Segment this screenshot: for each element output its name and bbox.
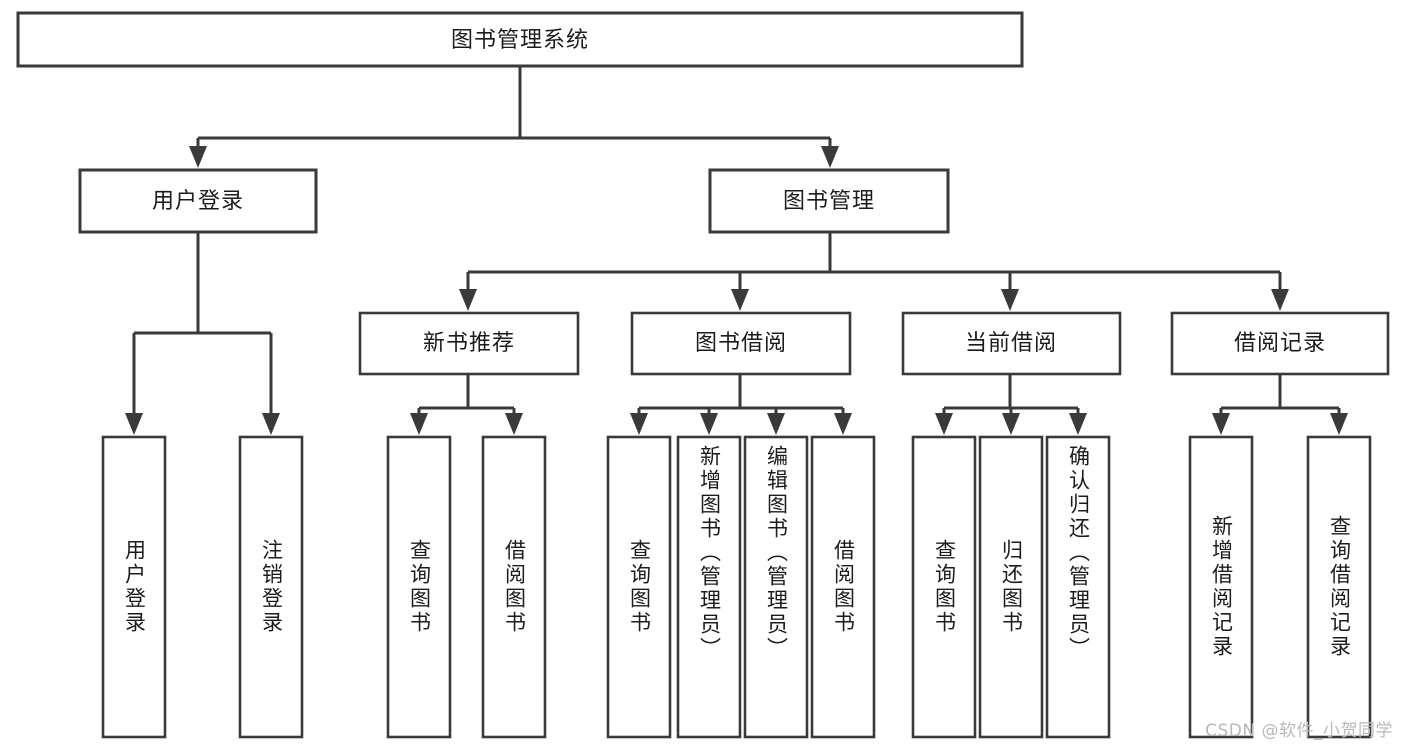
arrow-head-leaf-borrow-book-1 xyxy=(505,413,523,435)
node-borrow-record-label: 借阅记录 xyxy=(1234,331,1326,356)
arrow-head-leaf-user-logout xyxy=(262,413,280,435)
node-book-manage-label: 图书管理 xyxy=(783,189,875,214)
arrow-head-leaf-confirm-return xyxy=(1069,413,1087,435)
leaf-confirm-return-box[interactable] xyxy=(1045,435,1111,739)
leaf-query-book-3-box[interactable] xyxy=(911,435,977,739)
arrow-head-borrow-record xyxy=(1271,289,1289,311)
leaf-add-book-box[interactable] xyxy=(676,435,742,739)
arrow-head-leaf-query-book-2 xyxy=(630,413,648,435)
node-root[interactable]: 图书管理系统 xyxy=(16,11,1024,68)
node-book-borrow-label: 图书借阅 xyxy=(695,331,787,356)
arrow-head-book-manage xyxy=(821,146,839,168)
leaf-edit-book-box[interactable] xyxy=(743,435,809,739)
arrow-head-user-login xyxy=(189,146,207,168)
leaf-user-login-box[interactable] xyxy=(101,435,167,739)
arrow-head-leaf-borrow-book-2 xyxy=(834,413,852,435)
node-user-login-label: 用户登录 xyxy=(152,189,244,214)
node-current-borrow-box[interactable] xyxy=(901,311,1122,376)
arrow-head-leaf-add-record xyxy=(1212,413,1230,435)
node-root-box[interactable] xyxy=(16,11,1024,68)
leaf-user-logout-box[interactable] xyxy=(238,435,304,739)
arrow-head-leaf-query-book-3 xyxy=(935,413,953,435)
arrow-head-leaf-user-login xyxy=(125,413,143,435)
node-new-book-rec-label: 新书推荐 xyxy=(423,331,515,356)
arrow-head-leaf-add-book xyxy=(700,413,718,435)
node-book-manage-box[interactable] xyxy=(708,168,950,234)
arrow-head-current-borrow xyxy=(1001,289,1019,311)
node-book-borrow-box[interactable] xyxy=(630,311,852,376)
arrow-head-leaf-query-record xyxy=(1330,413,1348,435)
arrow-head-leaf-edit-book xyxy=(767,413,785,435)
arrow-head-leaf-return-book xyxy=(1002,413,1020,435)
leaf-query-book-1-box[interactable] xyxy=(386,435,452,739)
node-new-book-rec[interactable]: 新书推荐 xyxy=(358,311,580,376)
arrow-head-leaf-query-book-1 xyxy=(410,413,428,435)
leaf-return-book-box[interactable] xyxy=(978,435,1044,739)
node-current-borrow[interactable]: 当前借阅 xyxy=(901,311,1122,376)
arrow-head-book-borrow xyxy=(731,289,749,311)
leaf-add-record-box[interactable] xyxy=(1188,435,1254,739)
arrow-head-new-book-rec xyxy=(459,289,477,311)
node-user-login[interactable]: 用户登录 xyxy=(78,168,318,234)
connector-layer xyxy=(125,66,1348,435)
node-book-borrow[interactable]: 图书借阅 xyxy=(630,311,852,376)
node-current-borrow-label: 当前借阅 xyxy=(965,331,1057,356)
leaf-query-record-box[interactable] xyxy=(1306,435,1372,739)
node-book-manage[interactable]: 图书管理 xyxy=(708,168,950,234)
csdn-watermark: CSDN @软件_小贺同学 xyxy=(1205,721,1393,741)
leaf-borrow-book-1-box[interactable] xyxy=(481,435,547,739)
leaf-borrow-book-2-box[interactable] xyxy=(810,435,876,739)
leaf-layer xyxy=(101,435,1372,739)
node-user-login-box[interactable] xyxy=(78,168,318,234)
node-borrow-record[interactable]: 借阅记录 xyxy=(1170,311,1390,376)
leaf-query-book-2-box[interactable] xyxy=(606,435,672,739)
node-root-label: 图书管理系统 xyxy=(451,28,589,53)
node-new-book-rec-box[interactable] xyxy=(358,311,580,376)
node-borrow-record-box[interactable] xyxy=(1170,311,1390,376)
